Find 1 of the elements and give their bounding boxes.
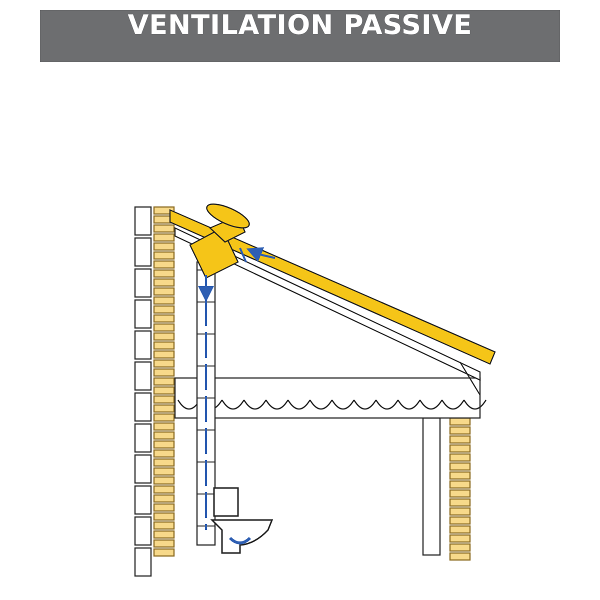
title: VENTILATION PASSIVE (126, 10, 474, 41)
